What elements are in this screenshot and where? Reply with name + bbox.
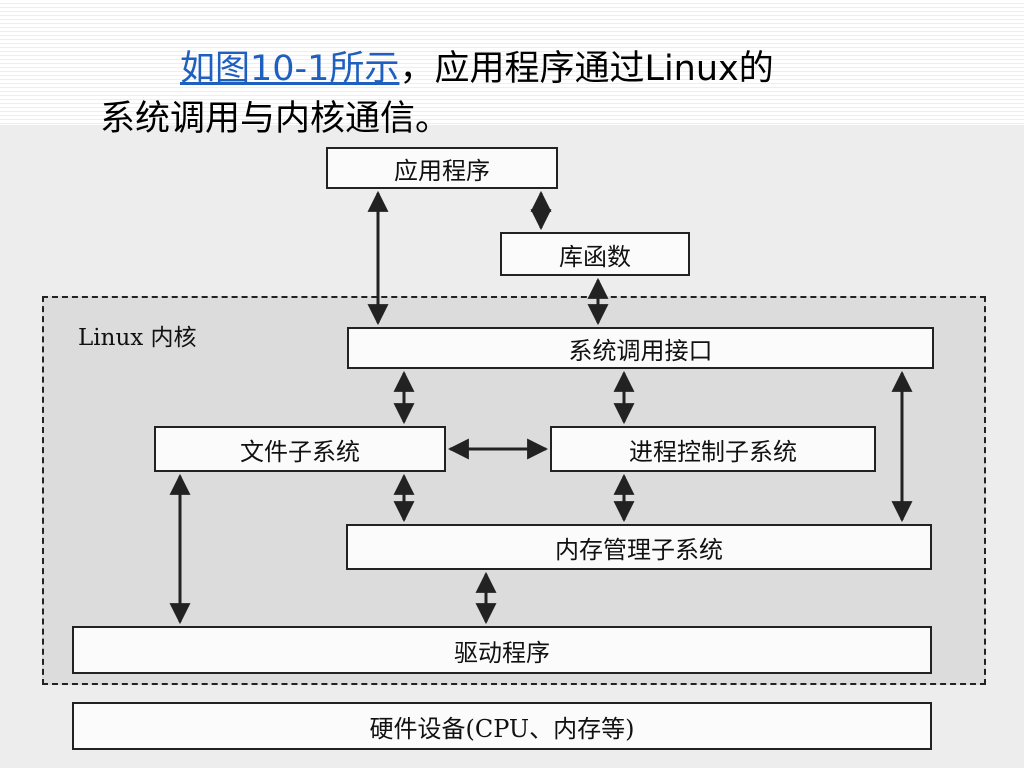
- box-hardware-devices: 硬件设备(CPU、内存等): [72, 702, 932, 750]
- box-memory-management-subsystem: 内存管理子系统: [346, 524, 932, 570]
- box-process-control-subsystem: 进程控制子系统: [550, 426, 876, 472]
- caption-line2: 系统调用与内核通信。: [100, 99, 451, 139]
- figure-reference-link[interactable]: 如图10-1所示: [180, 49, 400, 89]
- caption-text: 如图10-1所示，应用程序通过Linux的 系统调用与内核通信。: [100, 44, 980, 144]
- box-system-call-interface: 系统调用接口: [347, 327, 934, 369]
- box-application: 应用程序: [326, 147, 558, 189]
- linux-kernel-label: Linux 内核: [78, 325, 197, 351]
- box-device-drivers: 驱动程序: [72, 626, 932, 674]
- box-library-functions: 库函数: [500, 232, 690, 276]
- caption-line1-rest: ，应用程序通过Linux的: [399, 49, 774, 89]
- box-file-subsystem: 文件子系统: [154, 426, 446, 472]
